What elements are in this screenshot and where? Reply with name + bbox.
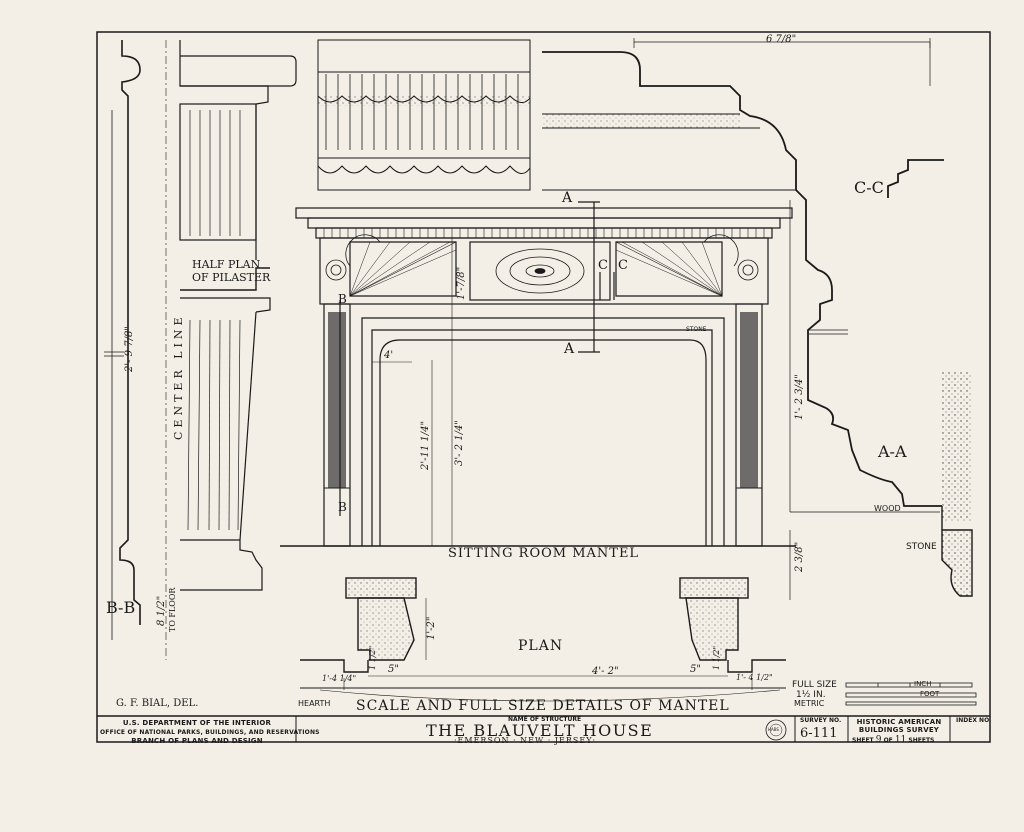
structure-location: ·EMERSON · NEW · JERSEY·: [454, 736, 597, 745]
plan-small-left: 1 1/2": [368, 645, 377, 670]
stone-label-mantel: STONE: [686, 326, 707, 333]
cut-b-bottom: B: [338, 500, 347, 514]
bb-height-dimension: 2'- 9 7/8": [124, 326, 135, 372]
mantel-dentils: [323, 228, 765, 238]
stone-label-section: STONE: [906, 542, 937, 552]
section-cc-small: [887, 159, 944, 198]
sunburst-ornament: [495, 248, 585, 294]
survey-no-label: SURVEY NO.: [800, 717, 842, 724]
pilaster-flutes: [187, 110, 241, 531]
pilaster-elevation: [179, 40, 297, 591]
agency-line-2: OFFICE OF NATIONAL PARKS, BUILDINGS, AND…: [100, 729, 320, 736]
half-plan-label-line2: OF PILASTER: [192, 271, 271, 284]
agency-line-1: U.S. DEPARTMENT OF THE INTERIOR: [122, 719, 272, 727]
opening-width-dimension: 4': [384, 350, 394, 361]
opening-dimensions: [372, 238, 453, 546]
plan-small-right: 1 1/2": [712, 645, 721, 670]
opening-height-dimension: 2'-11 1/4": [420, 420, 431, 470]
stone-hearth-profile: [941, 529, 973, 597]
mantel-elevation: [280, 207, 796, 547]
section-bb-label: B-B: [106, 598, 136, 617]
plan-depth-dimension: 1'-2": [426, 616, 437, 640]
delineator: G. F. BIAL, DEL.: [116, 698, 199, 709]
to-floor-label: TO FLOOR: [168, 587, 177, 632]
sheet-label: SHEET: [852, 737, 874, 744]
plan-side-dimension: 1'-4 1/4": [322, 674, 357, 683]
sheet-border: [96, 31, 991, 743]
section-height-dimension: 1'- 2 3/4": [794, 374, 805, 420]
bb-floor-dimension: 8 1/2": [156, 595, 167, 626]
section-aa-label: A-A: [878, 442, 907, 461]
half-plan-label-line1: HALF PLAN: [192, 258, 261, 271]
sheet-total: 11: [894, 735, 907, 745]
plan-left-dimension: 5": [388, 664, 399, 675]
cut-a-bottom: A: [564, 341, 575, 357]
sheets-label: SHEETS: [908, 737, 935, 744]
sheet-no: 9: [875, 735, 882, 745]
survey-title-line-2: BUILDINGS SURVEY: [858, 726, 940, 734]
section-cut-lines: [339, 201, 615, 516]
scale-foot: FOOT: [920, 690, 940, 698]
fan-rays: [349, 241, 723, 297]
name-of-structure-label: NAME OF STRUCTURE: [508, 716, 582, 723]
scale-inch: INCH: [914, 680, 932, 688]
half-plan-pilaster: [180, 267, 270, 291]
scale-full-size: FULL SIZE: [792, 680, 837, 690]
top-width-dimension: 6 7/8": [766, 34, 797, 45]
hearth-label: HEARTH: [298, 699, 331, 708]
scale-half-inch: 1½ IN.: [796, 690, 826, 700]
sheet-number-row: SHEET 9 OF 11 SHEETS: [852, 735, 934, 745]
survey-title-line-1: HISTORIC AMERICAN: [856, 718, 942, 726]
pilaster-shade-right: [740, 312, 758, 488]
cut-c-left: C: [598, 258, 608, 273]
section-lower-dimension: 2 3/8": [794, 541, 805, 572]
survey-title-block: HISTORIC AMERICAN BUILDINGS SURVEY: [850, 718, 948, 734]
habs-seal: [765, 719, 787, 741]
plan-title: PLAN: [518, 638, 564, 654]
section-cc-label: C-C: [854, 178, 884, 197]
half-plan-label: HALF PLAN OF PILASTER: [192, 258, 270, 284]
seal-text: HABS: [768, 727, 779, 732]
index-no-label: INDEX NO.: [956, 717, 992, 724]
plan-width-dimension: 4'- 2": [592, 666, 619, 677]
cut-c-right: C: [618, 258, 628, 273]
cut-b-top: B: [338, 292, 347, 306]
agency-block: U.S. DEPARTMENT OF THE INTERIOR OFFICE O…: [100, 719, 320, 746]
center-line-label: CENTER LINE: [172, 313, 185, 440]
survey-no: 6-111: [800, 726, 838, 741]
sitting-room-mantel-title: SITTING ROOM MANTEL: [448, 546, 640, 561]
cut-a-top: A: [562, 190, 573, 206]
stone-wall: [942, 372, 972, 522]
main-caption: SCALE AND FULL SIZE DETAILS OF MANTEL: [356, 698, 730, 714]
frieze-reeds: [325, 74, 519, 150]
corner-rosettes: [325, 234, 759, 281]
frieze-dimension: 1'-7/8": [456, 266, 467, 300]
agency-line-3: BRANCH OF PLANS AND DESIGN: [131, 737, 263, 745]
pilaster-shade-left: [328, 312, 346, 488]
of-label: OF: [883, 737, 893, 744]
scale-metric: METRIC: [794, 699, 825, 708]
plan-side-right-dimension: 1'- 4 1/2": [736, 673, 773, 682]
scale-bars: [845, 682, 977, 706]
wood-label: WOOD: [874, 504, 901, 513]
plan-right-dimension: 5": [690, 664, 701, 675]
section-bb-profile: [111, 40, 167, 660]
overall-height-dimension: 3'- 2 1/4": [454, 420, 465, 466]
structure-name: THE BLAUVELT HOUSE: [426, 721, 654, 740]
